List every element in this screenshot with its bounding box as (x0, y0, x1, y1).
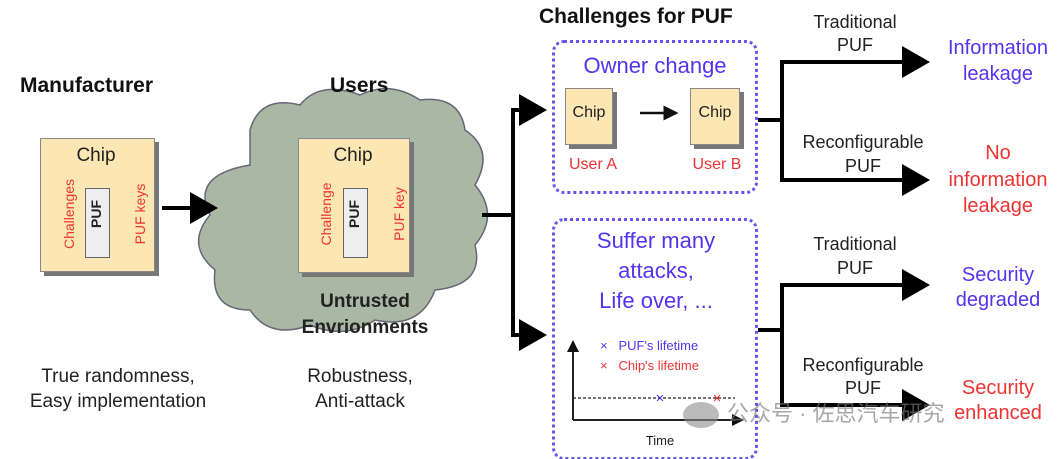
owner-change-title: Owner change (583, 53, 727, 78)
legend-puf-lifetime: × PUF's lifetime (600, 338, 699, 353)
attacks-text: Suffer many (596, 228, 716, 253)
outcome-text: information (948, 169, 1048, 191)
user-b-label: User B (692, 156, 742, 173)
chip-a (565, 88, 613, 145)
challenge-label: Challenge (318, 182, 334, 246)
branch-label: PUF (845, 156, 881, 176)
puf-keys-label: PUF keys (132, 183, 148, 245)
manufacturer-note: Easy implementation (29, 391, 207, 412)
attacks-text: Life over, ... (599, 288, 713, 313)
outcome-text: Information (947, 37, 1049, 59)
branch-label: Traditional (813, 234, 897, 254)
attacks-text: attacks, (618, 258, 694, 283)
branch-label: PUF (845, 378, 881, 398)
outcome-text: Security (961, 264, 1035, 286)
users-title: Users (330, 74, 389, 97)
chip-lifetime-mark: × (713, 390, 722, 407)
chip-label: Chip (698, 104, 732, 121)
outcome-text: leakage (962, 63, 1034, 85)
puf-block (85, 188, 110, 258)
users-note: Anti-attack (315, 391, 405, 412)
user-a-label: User A (568, 156, 618, 173)
manufacturer-title: Manufacturer (20, 74, 154, 97)
outcome-text: degraded (955, 289, 1041, 311)
chip-b (690, 88, 740, 145)
outcome-text: enhanced (954, 402, 1042, 424)
challenges-label: Challenges (61, 178, 77, 250)
puf-key-label: PUF key (391, 187, 407, 241)
chip-label: Chip (333, 145, 373, 166)
branch-label: Traditional (813, 12, 897, 32)
outcome-text: No (985, 142, 1011, 164)
owner-change-box (552, 40, 758, 194)
challenges-title: Challenges for PUF (539, 5, 733, 28)
manufacturer-note: True randomness, (41, 366, 195, 387)
environment-label: Envrionments (301, 317, 429, 338)
chip-label: Chip (76, 145, 116, 166)
users-note: Robustness, (307, 366, 413, 387)
branch-label: Reconfigurable (802, 132, 924, 152)
outcome-text: Security (961, 377, 1035, 399)
attacks-box (552, 218, 758, 459)
branch-label: PUF (837, 258, 873, 278)
puf-block (343, 188, 368, 258)
environment-label: Untrusted (320, 291, 410, 312)
wechat-icon (683, 402, 719, 428)
watermark: 公众号 · 佐思汽车研究 (683, 402, 945, 428)
branch-label: PUF (837, 35, 873, 55)
puf-label: PUF (88, 200, 104, 228)
chip-label: Chip (572, 104, 606, 121)
puf-label: PUF (346, 200, 362, 228)
branch-label: Reconfigurable (802, 355, 924, 375)
legend-chip-lifetime: × Chip's lifetime (600, 358, 699, 373)
outcome-text: leakage (962, 195, 1034, 217)
plot-x-label: Time (645, 433, 675, 448)
puf-lifetime-mark: × (656, 390, 665, 407)
